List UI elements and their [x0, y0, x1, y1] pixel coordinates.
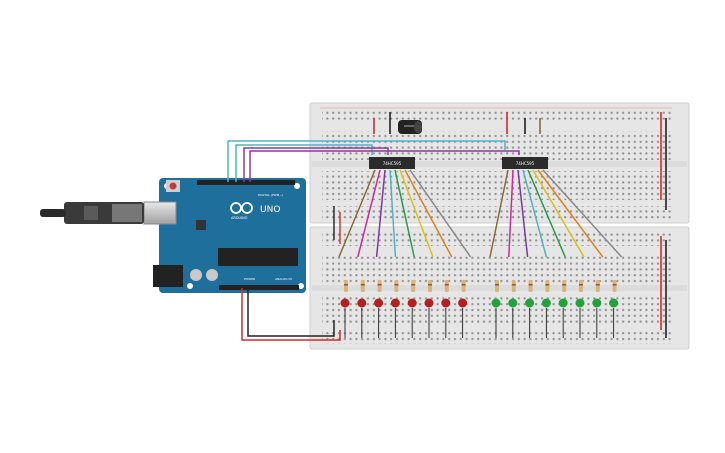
atmega-chip — [218, 248, 298, 266]
wire — [357, 169, 381, 258]
board-brand: ARDUINO — [231, 216, 248, 220]
resistor — [579, 280, 583, 292]
resistor — [411, 280, 416, 292]
resistor-band — [394, 284, 399, 286]
resistor — [394, 280, 399, 292]
wire — [508, 169, 514, 258]
resistor-band — [344, 284, 348, 286]
led — [541, 298, 551, 308]
power-jack — [153, 265, 183, 287]
shift-register-2: 74HC595 — [502, 157, 548, 169]
led — [424, 298, 434, 308]
board-model: UNO — [260, 205, 280, 215]
resistor-band — [579, 284, 583, 286]
wire — [389, 169, 397, 258]
led — [508, 298, 518, 308]
wire — [522, 169, 548, 258]
analog-label: ANALOG IN — [275, 277, 292, 281]
wire — [542, 169, 623, 258]
terminal-strip — [322, 171, 672, 200]
led — [558, 298, 568, 308]
power-label: POWER — [244, 277, 255, 281]
resistor — [444, 280, 449, 292]
led — [592, 298, 602, 308]
terminal-strip — [322, 131, 672, 160]
resistor — [595, 280, 600, 292]
resistor-band — [528, 284, 533, 286]
rail-jumpers — [333, 112, 667, 338]
resistor — [344, 280, 348, 292]
resistor-band — [545, 284, 550, 286]
led — [441, 298, 451, 308]
resistor — [428, 280, 432, 292]
arduino-uno-board: UNO ARDUINO DIGITAL (PWM~) POWER ANALOG … — [143, 178, 306, 293]
power-rail-top — [322, 233, 672, 246]
usb-port — [143, 201, 177, 225]
resistor-band — [495, 284, 499, 286]
resistor — [545, 280, 550, 292]
resistor — [612, 280, 617, 292]
shift-register-1: 74HC595 — [369, 157, 415, 169]
terminal-strip — [322, 294, 672, 323]
wire — [489, 169, 509, 258]
wire — [527, 169, 566, 258]
led — [491, 298, 501, 308]
resistor-band — [428, 284, 432, 286]
resistor-band — [595, 284, 600, 286]
wire — [404, 169, 453, 258]
resistor — [461, 280, 466, 292]
power-rail-bottom — [322, 331, 672, 344]
resistor-band — [612, 284, 617, 286]
led — [458, 298, 468, 308]
power-rail-bottom — [322, 206, 672, 219]
wire — [338, 169, 376, 258]
power-rail-top — [322, 110, 672, 123]
arduino-wires — [227, 140, 520, 341]
led-array — [340, 280, 619, 338]
wire — [532, 169, 585, 258]
wire — [517, 169, 529, 258]
wire — [394, 169, 415, 258]
resistor-band — [411, 284, 416, 286]
breadboard-bottom — [309, 226, 690, 350]
wire — [409, 169, 472, 258]
resistor-band — [444, 284, 449, 286]
power-analog-header — [219, 285, 299, 290]
resistor — [495, 280, 499, 292]
usb-cable — [40, 202, 144, 224]
led — [340, 298, 350, 308]
chip-label: 74HC595 — [516, 161, 535, 166]
led — [525, 298, 535, 308]
chip-label: 74HC595 — [383, 161, 402, 166]
resistor-band — [461, 284, 466, 286]
led — [407, 298, 417, 308]
terminal-strip — [322, 254, 672, 283]
reset-button[interactable] — [169, 182, 177, 190]
led — [390, 298, 400, 308]
resistor — [377, 280, 382, 292]
resistor — [528, 280, 533, 292]
led — [374, 298, 384, 308]
resistor — [562, 280, 567, 292]
resistor-band — [377, 284, 382, 286]
led — [575, 298, 585, 308]
resistor-band — [360, 284, 365, 286]
wire — [375, 169, 386, 258]
fan-out-wires — [338, 169, 623, 258]
wire — [537, 169, 604, 258]
led — [609, 298, 619, 308]
capacitor — [398, 120, 422, 134]
resistor-band — [511, 284, 516, 286]
resistor-band — [562, 284, 567, 286]
resistor — [511, 280, 516, 292]
arduino-logo — [230, 202, 253, 214]
led — [357, 298, 367, 308]
resistor — [360, 280, 365, 292]
breadboard-top — [309, 102, 690, 224]
wire — [399, 169, 434, 258]
digital-header — [197, 180, 295, 185]
digital-label: DIGITAL (PWM~) — [258, 193, 283, 197]
